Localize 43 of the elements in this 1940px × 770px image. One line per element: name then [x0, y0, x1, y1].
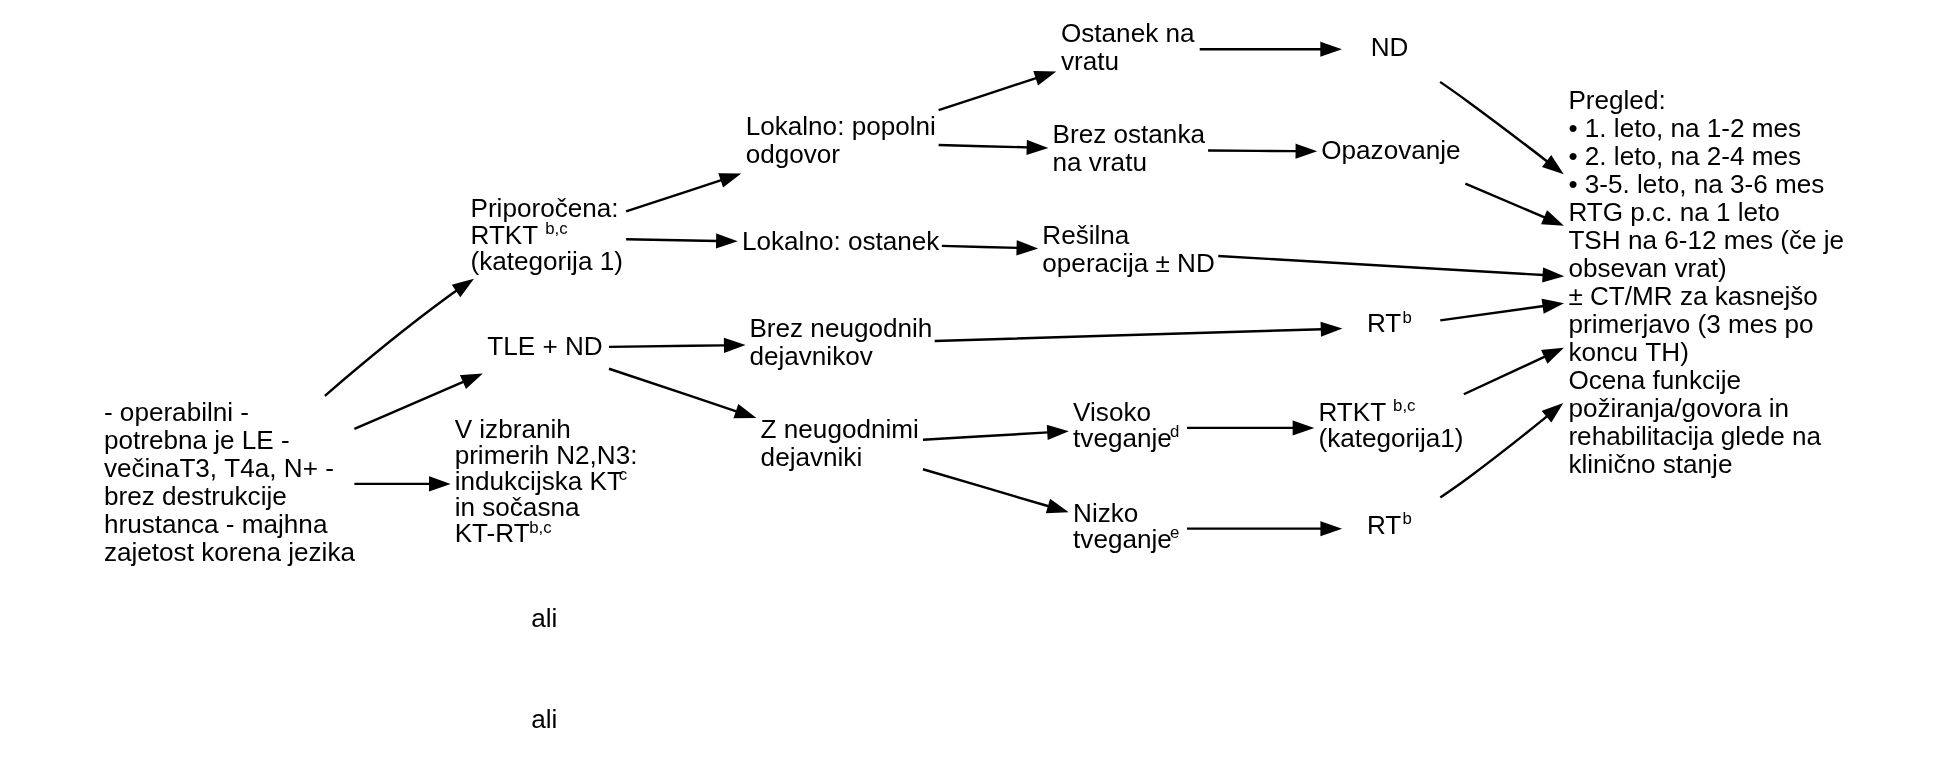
arrow: [1217, 254, 1564, 283]
node-text: Ostanek na vratu: [1060, 18, 1195, 77]
node-text: RTKT $^{b,c}$ (kategorija1): [1317, 396, 1464, 453]
arrow: [922, 424, 1069, 441]
node-text: Opazovanje: [1320, 134, 1461, 165]
node-text: Pregled: • 1. leto, na 1-2 mes • 2. leto, na 2-4 mes • 3-5. leto, na 3-6 mes RTG p.c. na 1 leto TSH na 6-12 mes (če je obsevan vrat) ± CT/MR za kasnejšo primerjavo (3 mes po koncu TH) Ocena funkcije požiranja/govora in rehabilitacija glede na klinično stanje: [1567, 85, 1844, 480]
arrow: [353, 373, 483, 430]
arrow: [1186, 521, 1342, 537]
node-text: TLE + ND: [486, 330, 603, 361]
arrow: [938, 139, 1048, 155]
arrow: [1464, 182, 1564, 226]
node-text: Priporočena: RTKT $^{b,c}$ (kategorija 1): [470, 193, 623, 276]
arrow: [608, 367, 756, 419]
arrow: [922, 468, 1069, 514]
label: ali: [530, 602, 557, 633]
arrow: [625, 233, 738, 249]
arrow: [323, 278, 474, 397]
arrow: [937, 71, 1056, 112]
node-text: Z neugodnimi dejavniki: [760, 413, 919, 472]
node-text: Nizko tveganje$^{e}$: [1072, 497, 1179, 554]
label: ali: [530, 703, 557, 734]
node-text: Lokalno: ostanek: [741, 226, 939, 257]
node-text: Visoko tveganje$^{d}$: [1072, 396, 1179, 453]
arrow: [934, 321, 1342, 343]
arrow: [1199, 41, 1342, 57]
arrow: [1438, 80, 1564, 175]
arrow: [1186, 420, 1314, 436]
node-text: Brez neugodnih dejavnikov: [748, 312, 932, 371]
arrow: [608, 337, 746, 353]
node-text: RT$^{b}$: [1366, 307, 1412, 339]
arrow: [941, 240, 1038, 256]
arrow: [1207, 143, 1317, 159]
node-text: ND: [1370, 32, 1408, 63]
arrow: [1439, 403, 1563, 499]
node-text: - operabilni - potrebna je LE - večinaT3, T4a, N+ - brez destrukcije hrustanca - majhna zajetost korena jezika: [103, 396, 355, 567]
node-text: RT$^{b}$: [1366, 509, 1412, 540]
node-text: Rešilna operacija ± ND: [1041, 219, 1215, 278]
arrow: [1439, 298, 1564, 322]
arrow: [1462, 347, 1564, 396]
node-text: Lokalno: popolni odgovor: [745, 111, 936, 170]
arrow: [625, 173, 741, 213]
node-text: Brez ostanka na vratu: [1052, 118, 1205, 177]
arrow: [353, 476, 451, 492]
